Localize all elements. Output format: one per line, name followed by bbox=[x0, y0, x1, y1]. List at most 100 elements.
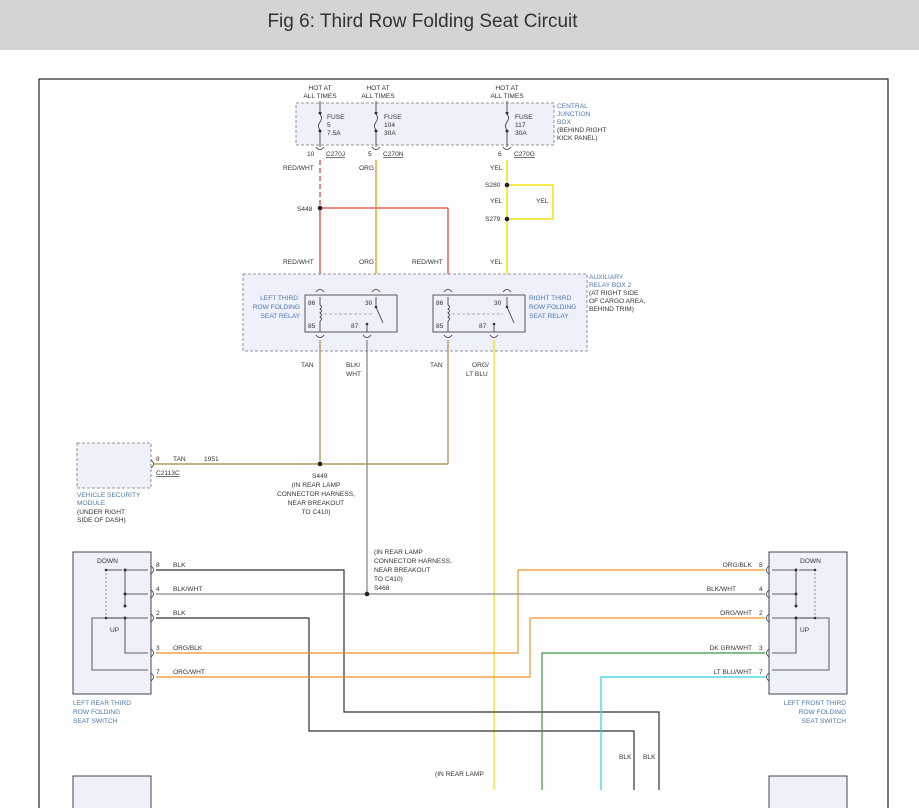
fuse-104-hot-1: HOT AT bbox=[366, 85, 389, 92]
wire-label-blk-bottom-1: BLK bbox=[619, 754, 632, 761]
wires-lower bbox=[156, 569, 765, 790]
s449-note-2: CONNECTOR HARNESS, bbox=[277, 491, 355, 498]
fuse-117-number: 117 bbox=[515, 122, 526, 129]
wire-label-org-lt-blu-2: LT BLU bbox=[466, 371, 488, 378]
splice-s449-dot bbox=[317, 461, 323, 467]
vsm-note-1: (UNDER RIGHT bbox=[77, 509, 125, 516]
s449-note-1: (IN REAR LAMP bbox=[292, 482, 341, 489]
wire-label-red-wht-1: RED/WHT bbox=[283, 165, 314, 172]
relay-box-note-1: (AT RIGHT SIDE bbox=[589, 290, 639, 297]
splice-s280: S280 bbox=[485, 182, 501, 189]
relay-box-note-3: BEHIND TRIM) bbox=[589, 306, 634, 313]
right-switch-up: UP bbox=[800, 627, 810, 634]
wire-label-yel-2: YEL bbox=[490, 198, 503, 205]
splice-s468-dot bbox=[364, 591, 370, 597]
left-rear-seat-switch: DOWN UP 8 4 2 3 7 LEFT REAR THIRD ROW FO… bbox=[72, 551, 160, 725]
fuse-104-rating: 30A bbox=[384, 130, 396, 137]
fuse-117-pin: 6 bbox=[498, 151, 502, 158]
wire-label-org-blk-l3: ORG/BLK bbox=[173, 645, 203, 652]
left-relay-name-1: LEFT THIRD bbox=[260, 295, 298, 302]
right-switch-down: DOWN bbox=[800, 558, 821, 565]
left-switch-title-3: SEAT SWITCH bbox=[73, 718, 118, 725]
page-title: Fig 6: Third Row Folding Seat Circuit bbox=[267, 11, 578, 32]
vsm-title-1: VEHICLE SECURITY bbox=[77, 492, 141, 499]
right-relay-pin-85: 85 bbox=[436, 323, 444, 330]
fuse-5-label: FUSE bbox=[327, 114, 345, 121]
fuse-117-hot-1: HOT AT bbox=[495, 85, 518, 92]
s449-note-3: NEAR BREAKOUT bbox=[288, 500, 344, 507]
fuse-104-pin: 5 bbox=[368, 151, 372, 158]
wire-label-tan-vsm: TAN bbox=[173, 456, 186, 463]
right-switch-pin-7: 7 bbox=[759, 669, 763, 676]
left-switch-up: UP bbox=[110, 627, 120, 634]
wire-label-org-2: ORG bbox=[359, 259, 374, 266]
left-relay-name-2: ROW FOLDING bbox=[253, 304, 300, 311]
s468-note-1: (IN REAR LAMP bbox=[374, 549, 423, 556]
splice-s468: S468 bbox=[374, 585, 390, 592]
relay-box-title-2: RELAY BOX 2 bbox=[589, 282, 632, 289]
header-bar: Fig 6: Third Row Folding Seat Circuit bbox=[0, 0, 919, 50]
splice-s448: S448 bbox=[297, 206, 313, 213]
left-relay-pin-30: 30 bbox=[365, 300, 373, 307]
relay-box-outline bbox=[242, 273, 588, 352]
wire-label-blk-wht-v-2: WHT bbox=[346, 371, 361, 378]
wire-label-blk-wht-r4: BLK/WHT bbox=[707, 586, 736, 593]
splice-s280-dot bbox=[504, 182, 510, 188]
right-switch-title-1: LEFT FRONT THIRD bbox=[784, 700, 847, 707]
connector-c270j: C270J bbox=[326, 151, 345, 158]
vsm-connector: C2113C bbox=[156, 470, 180, 477]
vsm-title-2: MODULE bbox=[77, 500, 106, 507]
left-relay-name-3: SEAT RELAY bbox=[260, 313, 300, 320]
left-relay-pin-87: 87 bbox=[351, 323, 359, 330]
wire-label-org-1: ORG bbox=[359, 165, 374, 172]
left-switch-title-1: LEFT REAR THIRD bbox=[73, 700, 131, 707]
fuse-5-hot-1: HOT AT bbox=[308, 85, 331, 92]
wire-label-blk-l2: BLK bbox=[173, 610, 186, 617]
wire-label-red-wht-2: RED/WHT bbox=[283, 259, 314, 266]
fuse-5-number: 5 bbox=[327, 122, 331, 129]
wire-label-blk-wht-v-1: BLK/ bbox=[346, 362, 360, 369]
left-front-seat-switch: DOWN UP 8 4 2 3 7 LEFT FRONT THIRD ROW F… bbox=[759, 551, 848, 725]
cjb-note-2: KICK PANEL) bbox=[557, 135, 598, 142]
left-relay-pin-85: 85 bbox=[308, 323, 316, 330]
wire-label-blk-bottom-2: BLK bbox=[643, 754, 656, 761]
right-relay-name-3: SEAT RELAY bbox=[529, 313, 569, 320]
bottom-right-box-partial bbox=[768, 775, 848, 808]
right-switch-pin-2: 2 bbox=[759, 610, 763, 617]
s468-note-4: TO C410) bbox=[374, 576, 403, 583]
s468-note-2: CONNECTOR HARNESS, bbox=[374, 558, 452, 565]
wire-label-yel-loop: YEL bbox=[536, 198, 549, 205]
diagram-frame bbox=[38, 78, 889, 808]
s449-note-4: TO C410) bbox=[302, 509, 331, 516]
vsm-note-2: SIDE OF DASH) bbox=[77, 517, 126, 524]
wire-label-org-blk-r8: ORG/BLK bbox=[723, 562, 753, 569]
left-switch-pin-2: 2 bbox=[156, 610, 160, 617]
central-junction-box: HOT AT ALL TIMES HOT AT ALL TIMES HOT AT… bbox=[295, 85, 606, 158]
cjb-title-2: JUNCTION bbox=[557, 111, 591, 118]
s468-note-3: NEAR BREAKOUT bbox=[374, 567, 430, 574]
cjb-title-1: CENTRAL bbox=[557, 103, 588, 110]
left-switch-pin-4: 4 bbox=[156, 586, 160, 593]
cjb-outline bbox=[295, 102, 555, 146]
fuse-104-label: FUSE bbox=[384, 114, 402, 121]
wires-middle bbox=[154, 340, 495, 790]
right-relay-name-1: RIGHT THIRD bbox=[529, 295, 571, 302]
fuse-104 bbox=[374, 111, 378, 147]
wires-upper bbox=[317, 160, 554, 292]
connector-c270n: C270N bbox=[383, 151, 404, 158]
wire-label-red-wht-3: RED/WHT bbox=[412, 259, 443, 266]
wire-label-tan-2: TAN bbox=[430, 362, 443, 369]
relay-box-note-2: OF CARGO AREA, bbox=[589, 298, 646, 305]
bottom-note: (IN REAR LAMP bbox=[435, 771, 484, 778]
splice-s279: S279 bbox=[485, 216, 501, 223]
fuse-117-rating: 30A bbox=[515, 130, 527, 137]
right-switch-title-2: ROW FOLDING bbox=[799, 709, 846, 716]
fuse-104-number: 104 bbox=[384, 122, 395, 129]
vsm-pin: 8 bbox=[156, 456, 160, 463]
left-switch-pin-8: 8 bbox=[156, 562, 160, 569]
right-relay-pin-86: 86 bbox=[436, 300, 444, 307]
right-switch-pin-8: 8 bbox=[759, 562, 763, 569]
relay-box-title-1: AUXILIARY bbox=[589, 274, 624, 281]
fuse-5 bbox=[318, 111, 322, 147]
auxiliary-relay-box: 86 30 85 87 86 30 85 87 LEFT THIRD ROW F… bbox=[242, 273, 646, 352]
